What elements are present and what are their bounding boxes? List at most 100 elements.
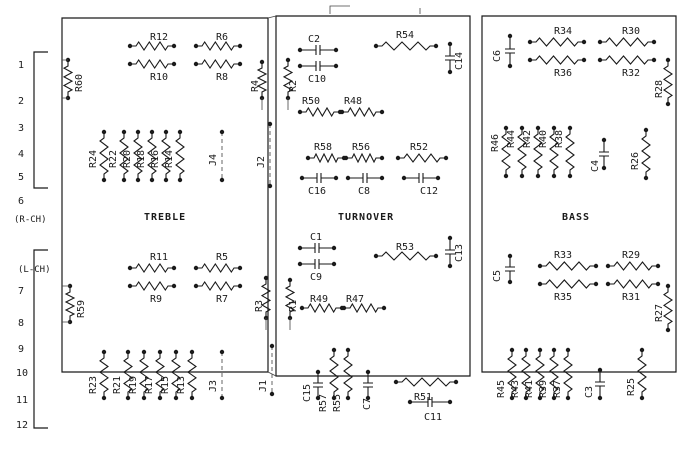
capacitor-c16-pad	[333, 175, 339, 181]
resistor-r43-symbol	[521, 350, 531, 398]
resistor-r29-label: R29	[622, 250, 640, 261]
resistor-r51-pad	[453, 379, 459, 385]
resistor-r10-pad	[127, 61, 133, 67]
resistor-r3-symbol	[260, 278, 272, 318]
resistor-r36-pad	[527, 57, 533, 63]
resistor-r21-label: R21	[112, 376, 123, 394]
capacitor-c5-pad	[507, 253, 513, 259]
resistor-r36-pad	[581, 57, 587, 63]
resistor-r28-symbol	[663, 60, 673, 104]
resistor-r53-label: R53	[396, 242, 414, 253]
capacitor-c3-symbol	[595, 370, 605, 398]
capacitor-c2-pad	[297, 47, 303, 53]
resistor-r19-pad	[141, 395, 147, 401]
resistor-r50-pad	[297, 109, 303, 115]
resistor-r34-label: R34	[554, 26, 572, 37]
resistor-r41-pad	[537, 395, 543, 401]
capacitor-c7-pad	[365, 395, 371, 401]
resistor-r53-pad	[433, 253, 439, 259]
capacitor-c3-label: C3	[584, 386, 595, 398]
resistor-r22-pad	[121, 177, 127, 183]
resistor-r20-pad	[135, 177, 141, 183]
resistor-r35-symbol	[540, 279, 596, 289]
jumper-j2-label: J2	[256, 156, 267, 168]
capacitor-c16-pad	[299, 175, 305, 181]
resistor-r16-label: R16	[150, 150, 161, 168]
resistor-r11-pad	[171, 265, 177, 271]
resistor-r46-symbol	[501, 128, 511, 176]
resistor-r35-pad	[537, 281, 543, 287]
capacitor-c12-label: C12	[420, 186, 438, 197]
resistor-r41-pad	[537, 347, 543, 353]
resistor-r13-pad	[189, 349, 195, 355]
resistor-r53-symbol	[376, 251, 436, 261]
resistor-r2-label: R2	[288, 80, 299, 92]
capacitor-c1-symbol	[300, 243, 334, 253]
left-channel-label: (L-CH)	[18, 265, 51, 275]
jumper-j1-label: J1	[258, 380, 269, 392]
resistor-r17-pad	[157, 395, 163, 401]
resistor-r7-pad	[193, 283, 199, 289]
resistor-r15-pad	[173, 395, 179, 401]
resistor-r7-label: R7	[216, 294, 228, 305]
edge-pin-6: 6	[18, 196, 24, 207]
resistor-r27-label: R27	[654, 304, 665, 322]
resistor-r5-pad	[193, 265, 199, 271]
resistor-r20-pad	[135, 129, 141, 135]
resistor-r48-pad	[379, 109, 385, 115]
resistor-r43-pad	[523, 347, 529, 353]
resistor-r43-label: R43	[510, 380, 521, 398]
capacitor-c13-pad	[447, 235, 453, 241]
resistor-r20-symbol	[133, 132, 143, 180]
resistor-r11-pad	[127, 265, 133, 271]
resistor-r4-pad	[259, 59, 265, 65]
capacitor-c14-pad	[447, 69, 453, 75]
resistor-r54-symbol	[376, 41, 436, 51]
capacitor-c14-pad	[447, 41, 453, 47]
capacitor-c4-symbol	[599, 140, 609, 168]
capacitor-c12-pad	[401, 175, 407, 181]
edge-connector: 1 2 3 4 5 6 (R-CH) (L-CH) 7 8 9 10 11 12	[14, 51, 51, 431]
capacitor-c15-pad	[315, 369, 321, 375]
capacitor-c13-symbol	[445, 238, 455, 266]
resistor-r25-symbol	[637, 350, 647, 398]
capacitor-c4-pad	[601, 137, 607, 143]
resistor-r22-symbol	[119, 132, 129, 180]
resistor-r33-pad	[593, 263, 599, 269]
resistor-r56-pad	[343, 155, 349, 161]
resistor-r27-symbol	[663, 286, 673, 330]
capacitor-c11-pad	[447, 399, 453, 405]
resistor-r34-pad	[581, 39, 587, 45]
resistor-r18-symbol	[147, 132, 157, 180]
jumper-j3-pad	[219, 395, 225, 401]
capacitor-c11-symbol	[410, 397, 450, 407]
resistor-r15-label: R15	[160, 376, 171, 394]
capacitor-c10-pad	[333, 63, 339, 69]
resistor-r44-pad	[519, 173, 525, 179]
resistor-r29-pad	[605, 263, 611, 269]
resistor-r40-symbol	[549, 128, 559, 176]
resistor-r30-symbol	[600, 37, 654, 47]
resistor-r54-pad	[433, 43, 439, 49]
edge-pin-8: 8	[18, 318, 24, 329]
resistor-r24-label: R24	[88, 150, 99, 168]
edge-pin-3: 3	[18, 123, 24, 134]
resistor-r28-label: R28	[654, 80, 665, 98]
jumper-j2-pad	[267, 183, 273, 189]
capacitor-c7-symbol	[363, 372, 373, 398]
resistor-r30-pad	[597, 39, 603, 45]
resistor-r14-pad	[177, 129, 183, 135]
edge-pin-1: 1	[18, 60, 24, 71]
resistor-r3-label: R3	[254, 300, 265, 312]
resistor-r10-pad	[171, 61, 177, 67]
resistor-r6-symbol	[196, 41, 240, 51]
resistor-r41-label: R41	[524, 380, 535, 398]
capacitor-c3-pad	[597, 395, 603, 401]
capacitor-c15-label: C15	[302, 384, 313, 402]
capacitor-c11-label: C11	[424, 412, 442, 423]
resistor-r10-label: R10	[150, 72, 168, 83]
capacitor-c12-pad	[435, 175, 441, 181]
resistor-r13-pad	[189, 395, 195, 401]
resistor-r28-pad	[665, 101, 671, 107]
